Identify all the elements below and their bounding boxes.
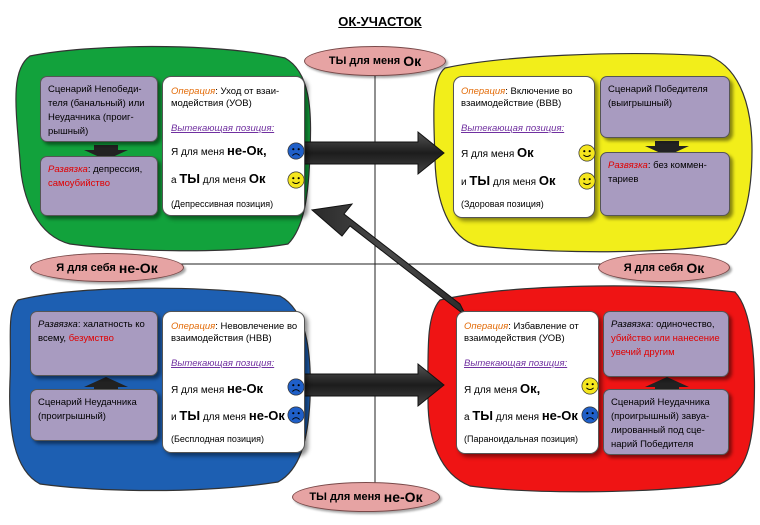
position-line-1: Я для меня не-Ок,	[171, 143, 267, 158]
sad-smiley-icon	[287, 142, 305, 160]
down-arrow-icon	[645, 141, 689, 156]
position-line-2: а ТЫ для меня Ок	[171, 171, 266, 186]
happy-smiley-icon	[581, 377, 599, 395]
position-label: Вытекающая позиция:	[171, 358, 275, 369]
sad-smiley-icon	[287, 378, 305, 396]
operation-text: Операция: Невовлечение во взаимодействия…	[171, 321, 298, 344]
resolution-box: Развязка: халатность ко всему, безумство	[30, 311, 158, 376]
position-line-2: и ТЫ для меня Ок	[461, 173, 556, 188]
right-arrow-icon	[303, 362, 445, 408]
sad-smiley-icon	[581, 406, 599, 424]
sad-smiley-icon	[287, 406, 305, 424]
diagonal-arrow-icon	[310, 203, 467, 317]
scenario-box: Сценарий Неудачника (проигрышный) завуа-…	[603, 389, 729, 455]
scenario-box: Сценарий Неудачника (проигрышный)	[30, 389, 158, 441]
happy-smiley-icon	[578, 172, 596, 190]
axis-label-right: Я для себя Ок	[598, 253, 730, 282]
operation-card: Операция: Избавление от взаимодействия (…	[456, 311, 599, 454]
down-arrow-icon	[84, 145, 128, 160]
happy-smiley-icon	[287, 171, 305, 189]
position-name: (Параноидальная позиция)	[464, 434, 579, 444]
scenario-box: Сценарий Победителя (выигрышный)	[600, 76, 730, 138]
operation-card: Операция: Включение во взаимодействие (В…	[453, 76, 596, 218]
up-arrow-icon	[84, 377, 128, 392]
operation-text: Операция: Уход от взаи-модействия (УОВ)	[171, 86, 280, 109]
position-line-1: Я для меня не-Ок	[171, 381, 264, 396]
resolution-box: Развязка: одиночество, убийство или нане…	[603, 311, 729, 377]
position-line-1: Я для меня Ок,	[464, 381, 541, 396]
position-label: Вытекающая позиция:	[461, 123, 565, 134]
position-label: Вытекающая позиция:	[464, 358, 568, 369]
position-line-2: а ТЫ для меня не-Ок	[464, 408, 578, 423]
axis-label-bottom: ТЫ для меня не-Ок	[292, 482, 440, 512]
operation-card: Операция: Невовлечение во взаимодействия…	[162, 311, 305, 453]
up-arrow-icon	[645, 377, 689, 392]
operation-text: Операция: Избавление от взаимодействия (…	[464, 321, 579, 344]
position-line-2: и ТЫ для меня не-Ок	[171, 408, 285, 423]
position-name: (Депрессивная позиция)	[171, 199, 274, 209]
position-line-1: Я для меня Ок	[461, 145, 534, 160]
operation-text: Операция: Включение во взаимодействие (В…	[461, 86, 573, 109]
position-name: (Здоровая позиция)	[461, 199, 544, 209]
axis-label-left: Я для себя не-Ок	[30, 253, 184, 282]
resolution-box: Развязка: без коммен-тариев	[600, 152, 730, 216]
page-title: ОК-УЧАСТОК	[338, 14, 422, 29]
right-arrow-icon	[303, 130, 445, 176]
happy-smiley-icon	[578, 144, 596, 162]
axis-label-top: ТЫ для меня Ок	[304, 46, 446, 76]
scenario-box: Сценарий Непобеди-теля (банальный) или Н…	[40, 76, 158, 142]
position-name: (Бесплодная позиция)	[171, 434, 265, 444]
operation-card: Операция: Уход от взаи-модействия (УОВ) …	[162, 76, 305, 216]
resolution-box: Развязка: депрессия, самоубийство	[40, 156, 158, 216]
position-label: Вытекающая позиция:	[171, 123, 275, 134]
